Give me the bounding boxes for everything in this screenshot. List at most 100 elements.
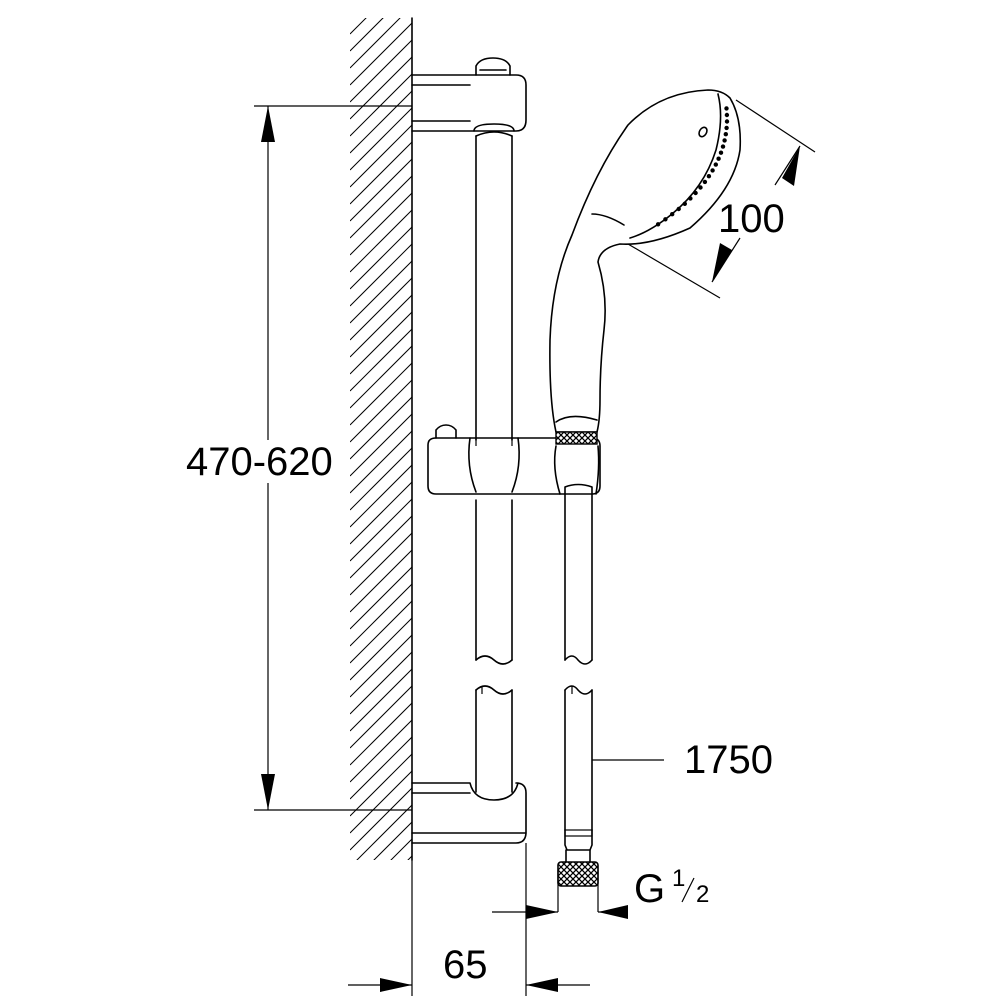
- hatch-line: [350, 651, 412, 715]
- nozzle-dot: [710, 168, 715, 173]
- nozzle-dot: [693, 190, 698, 196]
- nozzle-dot: [720, 144, 726, 149]
- dimension-projection: [348, 843, 590, 996]
- hatch-line: [350, 141, 412, 205]
- hatch-line: [390, 838, 412, 860]
- wall-hatching: [350, 0, 412, 969]
- dimension-diameter: [627, 99, 816, 299]
- hatch-line: [350, 481, 412, 545]
- hatch-line: [350, 532, 412, 596]
- hatch-line: [350, 634, 412, 698]
- hatch-line: [350, 413, 412, 477]
- top-bracket: [411, 57, 527, 132]
- hatch-line: [350, 566, 412, 630]
- hatch-line: [350, 192, 412, 256]
- nozzle-dot: [670, 212, 675, 217]
- nozzle-dot: [676, 206, 681, 212]
- nozzle-dot: [702, 179, 708, 185]
- hatch-line: [350, 583, 412, 647]
- handshower-knurled-nut: [555, 431, 598, 445]
- hatch-line: [350, 260, 412, 324]
- rail-lower: [475, 685, 513, 793]
- hatch-line: [407, 855, 412, 860]
- bottom-bracket: [411, 782, 527, 844]
- hatch-line: [350, 39, 412, 103]
- nozzle-dot: [713, 162, 718, 167]
- nozzle-dot: [724, 106, 729, 111]
- hatch-line: [350, 753, 412, 817]
- hatch-line: [350, 73, 412, 137]
- hatch-line: [350, 226, 412, 290]
- nozzle-dot: [698, 185, 703, 190]
- hatch-line: [350, 90, 412, 154]
- hatch-line: [350, 311, 412, 375]
- hatch-line: [350, 736, 412, 800]
- hose-length-label: 1750: [684, 738, 773, 782]
- hatch-line: [350, 158, 412, 222]
- hatch-line: [373, 821, 412, 860]
- nozzle-dot: [663, 217, 668, 222]
- hatch-line: [350, 617, 412, 681]
- shower-rail: [411, 57, 527, 844]
- nozzle-dot: [724, 125, 729, 131]
- nozzle-dot: [724, 119, 730, 124]
- hatch-line: [350, 345, 412, 409]
- wall-height-range-label: 470-620: [186, 440, 333, 484]
- rail-upper: [475, 131, 513, 441]
- hatch-line: [350, 22, 412, 86]
- hatch-line: [350, 243, 412, 307]
- wall: [350, 0, 413, 969]
- nozzle-dot: [716, 156, 721, 161]
- hatch-line: [350, 209, 412, 273]
- hose-knurled-nut: [557, 861, 599, 887]
- projection-label: 65: [443, 943, 488, 987]
- hatch-line: [350, 464, 412, 528]
- hatch-line: [350, 294, 412, 358]
- slider-holder: [427, 424, 601, 495]
- hatch-line: [350, 379, 412, 443]
- connection-thread-denominator: 2: [696, 881, 709, 908]
- hatch-line: [350, 668, 412, 732]
- nozzle-dot: [682, 201, 687, 206]
- hatch-line: [350, 18, 401, 69]
- spray-nozzles: [655, 106, 730, 227]
- hatch-line: [350, 873, 412, 935]
- hatch-line: [350, 277, 412, 341]
- hatch-line: [350, 907, 412, 969]
- hatch-line: [350, 498, 412, 562]
- connection-thread-numerator: 1: [672, 865, 685, 892]
- hatch-line: [350, 396, 412, 460]
- hatch-line: [350, 18, 384, 52]
- hatch-line: [350, 685, 412, 749]
- hand-shower: [549, 89, 742, 445]
- hatch-line: [350, 770, 412, 834]
- nozzle-dot: [724, 112, 730, 118]
- hatch-line: [350, 719, 412, 783]
- handshower-diameter-label: 100: [718, 197, 785, 241]
- nozzle-dot: [718, 150, 724, 155]
- hatch-line: [350, 890, 412, 952]
- connection-thread-label: G: [634, 867, 665, 911]
- hatch-line: [350, 56, 412, 120]
- hatch-line: [350, 702, 412, 766]
- hatch-line: [350, 600, 412, 664]
- hatch-line: [356, 804, 412, 860]
- hatch-line: [350, 328, 412, 392]
- hatch-line: [350, 430, 412, 494]
- nozzle-dot: [655, 222, 661, 227]
- nozzle-dot: [706, 174, 712, 179]
- hatch-line: [350, 18, 367, 35]
- hatch-line: [350, 124, 412, 188]
- hatch-line: [350, 515, 412, 579]
- nozzle-dot: [722, 138, 727, 143]
- hatch-line: [350, 787, 412, 851]
- fraction-slash: [681, 877, 695, 903]
- nozzle-dot: [688, 196, 693, 201]
- dimension-vertical: [254, 105, 412, 811]
- hatch-line: [350, 447, 412, 511]
- nozzle-dot: [723, 132, 728, 137]
- shower-hose: [557, 493, 664, 887]
- hatch-line: [350, 0, 412, 17]
- rail-middle: [475, 499, 513, 665]
